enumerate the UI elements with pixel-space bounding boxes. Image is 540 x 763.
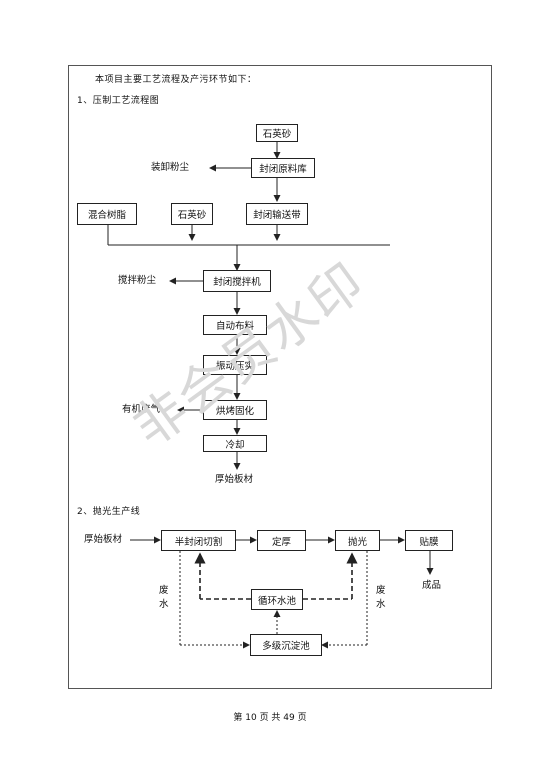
section2-title: 2、抛光生产线 [77, 507, 141, 517]
intro-text: 本项目主要工艺流程及产污环节如下： [95, 75, 257, 85]
node-sediment-pool: 多级沉淀池 [250, 634, 322, 656]
node-polish: 抛光 [335, 530, 380, 551]
label-stir-dust: 搅拌粉尘 [118, 275, 157, 286]
node-film: 贴膜 [405, 530, 453, 551]
node-sealed-silo: 封闭原料库 [251, 158, 315, 178]
node-quartz-sand: 石英砂 [256, 124, 298, 142]
section1-title: 1、压制工艺流程图 [77, 96, 160, 106]
node-fix-thickness: 定厚 [257, 530, 306, 551]
label-raw-slab: 厚始板材 [215, 474, 254, 485]
node-semi-cut: 半封闭切割 [161, 530, 236, 551]
label-waste-water-right: 废 水 [376, 585, 386, 610]
node-mixed-resin: 混合树脂 [77, 203, 137, 225]
node-bake-cure: 烘烤固化 [203, 400, 267, 420]
label-organic-gas: 有机废气 [122, 404, 161, 415]
node-sealed-conveyor: 封闭输送带 [246, 203, 308, 225]
node-recycle-pool: 循环水池 [251, 589, 303, 610]
page-footer: 第 10 页 共 49 页 [233, 713, 307, 723]
document-frame [68, 65, 492, 689]
node-quartz-sand-2: 石英砂 [171, 203, 213, 225]
label-product: 成品 [422, 580, 442, 591]
label-raw-slab-input: 厚始板材 [84, 534, 123, 545]
node-vibro-press: 振动压实 [203, 355, 267, 375]
node-cooling: 冷却 [203, 435, 267, 452]
node-sealed-mixer: 封闭搅拌机 [203, 270, 271, 292]
label-unload-dust: 装卸粉尘 [151, 162, 190, 173]
label-waste-water-left: 废 水 [159, 585, 169, 610]
node-auto-spread: 自动布料 [203, 315, 267, 335]
